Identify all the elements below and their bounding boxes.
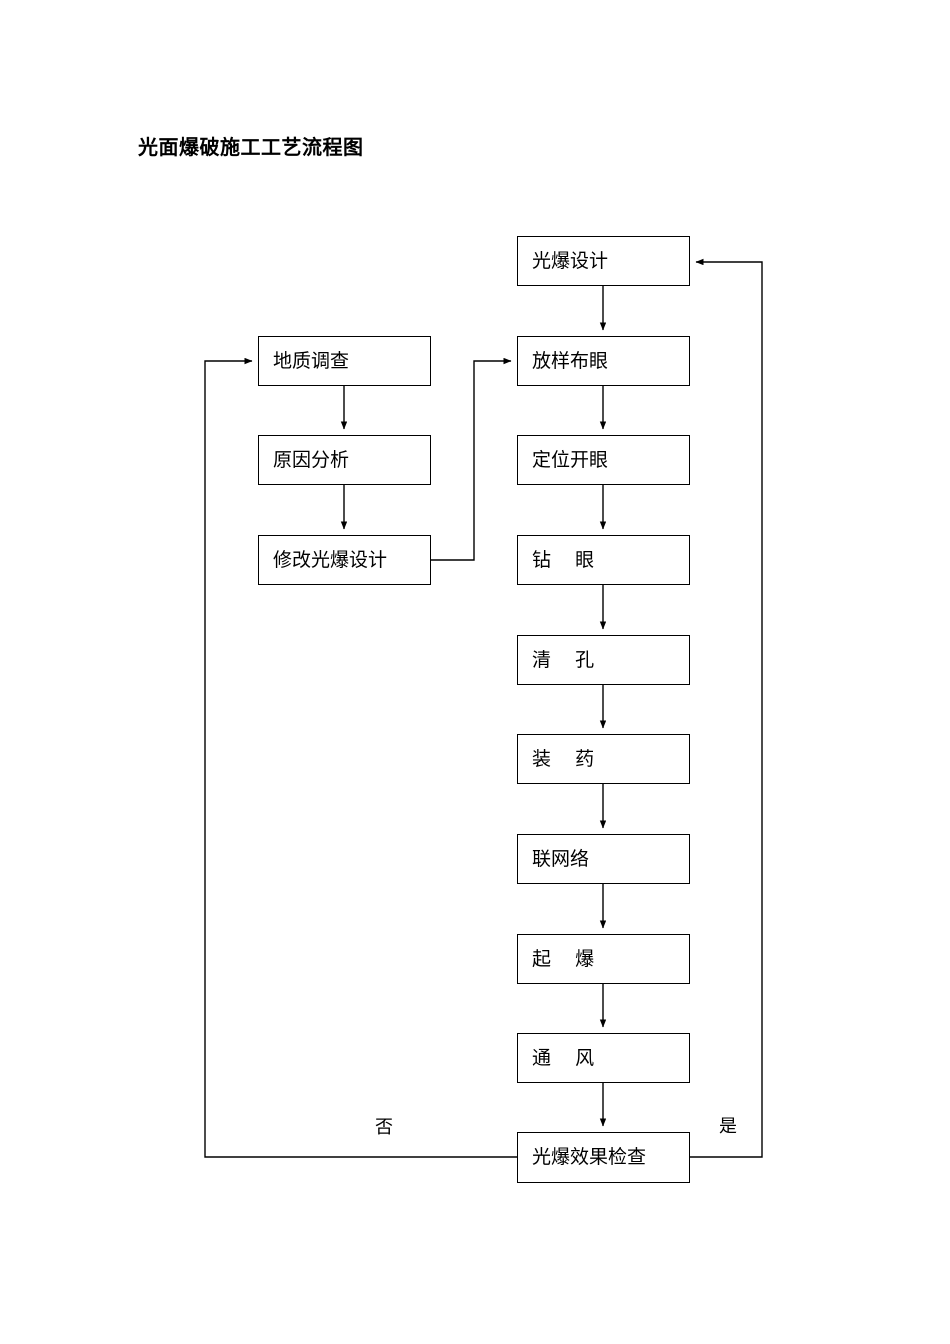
node-label: 光爆设计 <box>532 249 609 272</box>
node-label: 定位开眼 <box>532 448 609 471</box>
node-label: 地质调查 <box>273 349 350 372</box>
node-fangyang-buyan[interactable]: 放样布眼 <box>517 336 690 386</box>
node-label: 联网络 <box>532 847 590 870</box>
node-label: 光爆效果检查 <box>532 1146 647 1168</box>
node-tongfeng[interactable]: 通 风 <box>517 1033 690 1083</box>
edge-m3-n2 <box>431 357 512 561</box>
node-qibao[interactable]: 起 爆 <box>517 934 690 984</box>
node-label: 修改光爆设计 <box>273 548 388 571</box>
node-lianwangluo[interactable]: 联网络 <box>517 834 690 884</box>
node-guangbao-sheji[interactable]: 光爆设计 <box>517 236 690 286</box>
edge-label-yes: 是 <box>719 1116 737 1137</box>
node-dingwei-kaiyan[interactable]: 定位开眼 <box>517 435 690 485</box>
node-label: 原因分析 <box>273 448 350 471</box>
node-label: 装 药 <box>532 747 595 770</box>
node-label: 通 风 <box>532 1046 595 1069</box>
node-label: 放样布眼 <box>532 349 609 372</box>
edge-n10-n1-yes <box>690 258 763 1158</box>
page-title: 光面爆破施工工艺流程图 <box>138 135 364 159</box>
node-label: 清 孔 <box>532 648 595 671</box>
node-yuanyin-fenxi[interactable]: 原因分析 <box>258 435 431 485</box>
node-zuanyan[interactable]: 钻 眼 <box>517 535 690 585</box>
edge-label-no: 否 <box>375 1117 393 1138</box>
node-guangbao-xiaoguo-jiancha[interactable]: 光爆效果检查 <box>517 1132 690 1183</box>
node-qingkong[interactable]: 清 孔 <box>517 635 690 685</box>
node-label: 钻 眼 <box>532 548 595 571</box>
node-label: 起 爆 <box>532 947 595 970</box>
node-dizhi-diaocha[interactable]: 地质调查 <box>258 336 431 386</box>
node-xiugai-guangbao-sheji[interactable]: 修改光爆设计 <box>258 535 431 585</box>
node-zhuangyao[interactable]: 装 药 <box>517 734 690 784</box>
